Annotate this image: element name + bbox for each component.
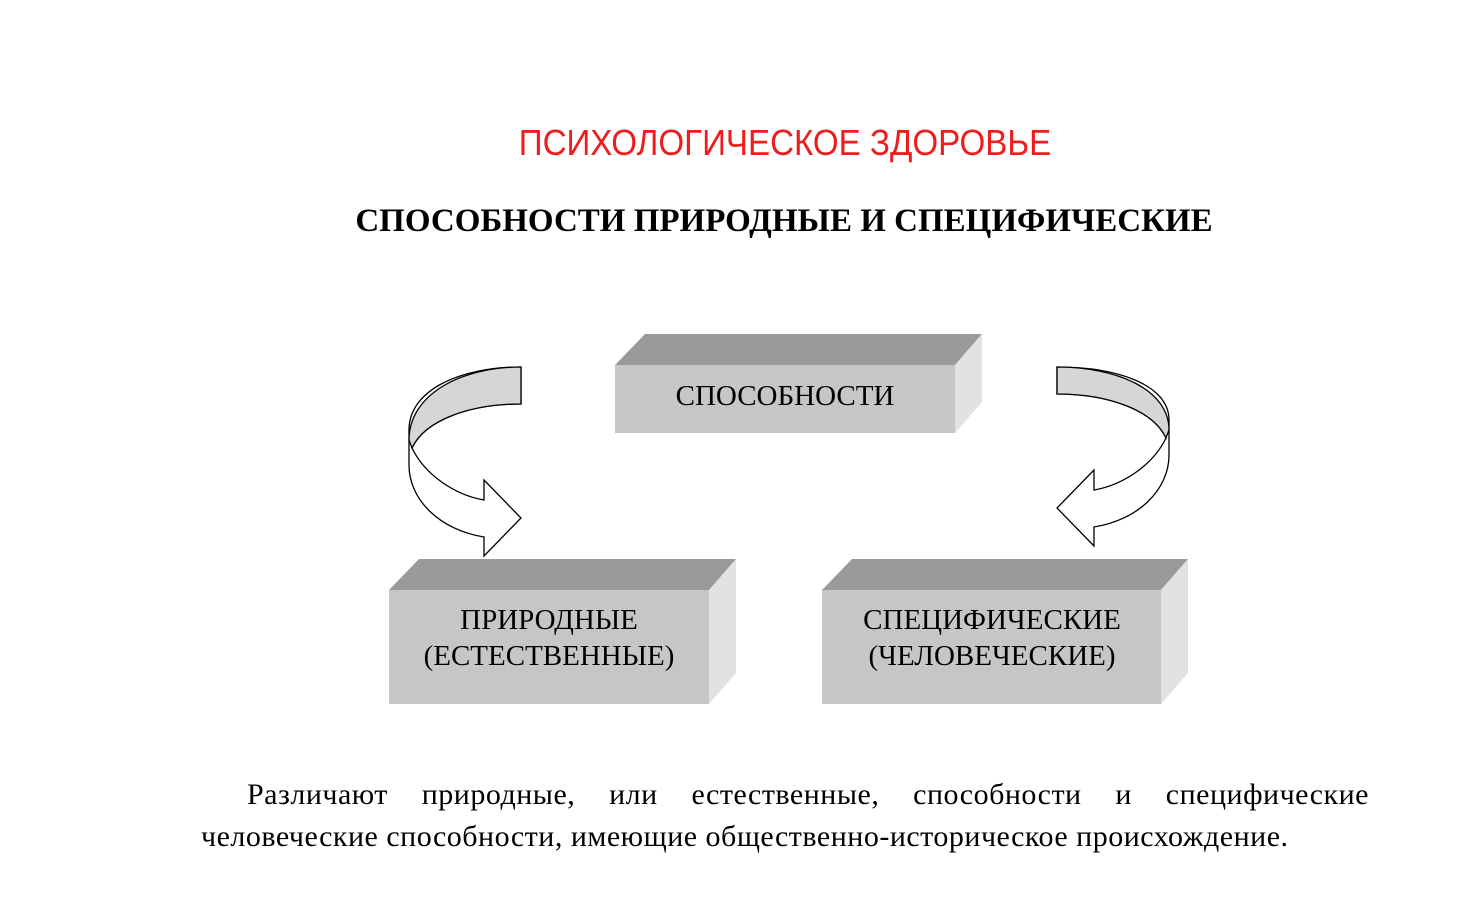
box-specific: СПЕЦИФИЧЕСКИЕ (ЧЕЛОВЕЧЕСКИЕ) (822, 559, 1188, 704)
page-title: ПСИХОЛОГИЧЕСКОЕ ЗДОРОВЬЕ (518, 122, 1052, 163)
curved-arrow-right-icon (1056, 366, 1170, 548)
section-heading: СПОСОБНОСТИ ПРИРОДНЫЕ И СПЕЦИФИЧЕСКИЕ (355, 203, 1213, 239)
box-abilities: СПОСОБНОСТИ (615, 334, 982, 433)
box-natural-label-1: ПРИРОДНЫЕ (460, 604, 638, 636)
box-natural-label-2: (ЕСТЕСТВЕННЫЕ) (424, 640, 675, 672)
body-paragraph: Различают природные, или естественные, с… (201, 778, 1369, 853)
box-specific-label-2: (ЧЕЛОВЕЧЕСКИЕ) (868, 640, 1115, 672)
box-specific-label-1: СПЕЦИФИЧЕСКИЕ (863, 604, 1121, 636)
box-abilities-label: СПОСОБНОСТИ (676, 380, 895, 412)
box-natural: ПРИРОДНЫЕ (ЕСТЕСТВЕННЫЕ) (389, 559, 736, 704)
curved-arrow-left-icon (408, 366, 522, 558)
